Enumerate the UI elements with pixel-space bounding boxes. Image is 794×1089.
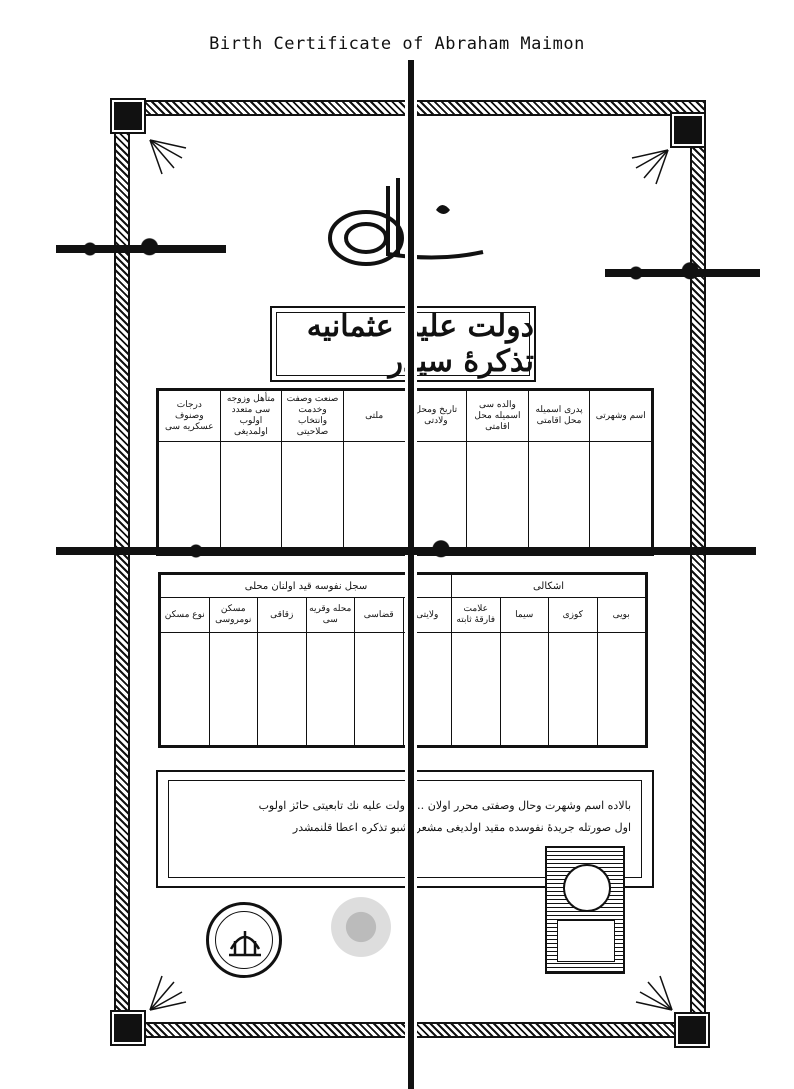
table-header: صنعت وصفت وخدمت وانتخاب صلاحیتی: [281, 390, 344, 442]
corner-ornament-icon: [112, 100, 144, 132]
table-cell: [499, 632, 549, 746]
ministry-seal-icon: [206, 902, 282, 978]
stamp-panel: [557, 920, 615, 962]
table-cell: [342, 441, 406, 554]
table-header: ملتی: [342, 390, 406, 442]
table-cell: [596, 632, 646, 746]
page-title: Birth Certificate of Abraham Maimon: [209, 34, 585, 54]
certificate-heading: دولت علیهٔ عثمانیه تذکرهٔ سیدر: [270, 306, 536, 382]
table-header: والده سی اسمیله محل اقامتی: [466, 390, 529, 442]
ink-stamp-icon: [326, 892, 396, 962]
table-header: متأهل وزوجه سی متعدد اولوب اولمدیغی: [219, 390, 283, 442]
fan-ornament-icon: [149, 975, 187, 1011]
table-group-header: سجل نفوسه قید اولنان محلی: [160, 574, 452, 598]
table-cell: [466, 441, 529, 554]
table-group-header: اشکالی: [451, 574, 646, 598]
table-header: علامت فارقهٔ ثابته: [451, 597, 501, 633]
table-header: مسکن نومروسی: [208, 597, 258, 633]
table-cell: [160, 632, 210, 746]
attestation-line: بالاده اسم وشهرت وحال وصفتی محرر اولان ……: [258, 799, 631, 812]
revenue-stamp-icon: [545, 846, 625, 974]
table-header: نوع مسکن: [160, 597, 210, 633]
table-cell: [527, 441, 591, 554]
fan-ornament-icon: [631, 149, 669, 185]
table-cell: [158, 441, 221, 554]
table-header: محله وقریه سی: [305, 597, 355, 633]
table-header: بویی: [596, 597, 646, 633]
table-cell: [354, 632, 404, 746]
table-cell: [281, 441, 344, 554]
table-cell: [257, 632, 307, 746]
table-cell: [589, 441, 652, 554]
table-header: درجات وصنوف عسکریه سی: [158, 390, 221, 442]
fan-ornament-icon: [149, 139, 187, 175]
table-header: سیما: [499, 597, 549, 633]
table-header: اسم وشهرتی: [589, 390, 652, 442]
attestation-line: اول صورتله جریدهٔ نفوسده مقید اولدیغی مش…: [292, 821, 631, 834]
corner-ornament-icon: [112, 1012, 144, 1044]
corner-ornament-icon: [672, 114, 704, 146]
table-cell: [451, 632, 501, 746]
fold-tear-horizontal: [56, 540, 756, 562]
table-header: زقاقی: [257, 597, 307, 633]
tape-tear: [56, 238, 226, 260]
table-header: پدری اسمیله محل اقامتی: [527, 390, 591, 442]
table-cell: [305, 632, 355, 746]
tape-tear: [605, 262, 760, 284]
table-cell: [548, 632, 598, 746]
table-header: قضاسی: [354, 597, 404, 633]
table-cell: [208, 632, 258, 746]
fold-tear-vertical: [405, 60, 417, 1089]
fan-ornament-icon: [635, 975, 673, 1011]
table-header: کوزی: [548, 597, 598, 633]
table-row: [160, 632, 646, 746]
table-cell: [219, 441, 283, 554]
corner-ornament-icon: [676, 1014, 708, 1046]
stamp-oval: [563, 864, 611, 912]
tughra-icon: [328, 174, 484, 266]
description-table: اشکالی سجل نفوسه قید اولنان محلی بویی کو…: [158, 572, 648, 748]
